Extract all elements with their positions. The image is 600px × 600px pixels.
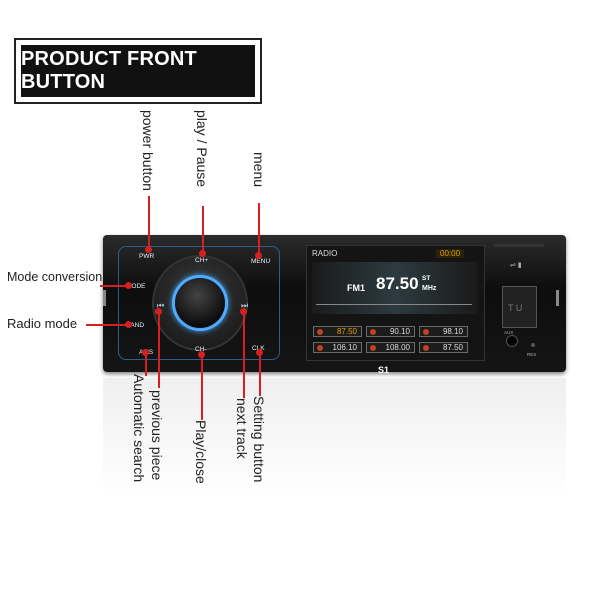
callout-dot-menu <box>255 252 262 259</box>
callout-line-ams <box>145 352 147 376</box>
callout-line-clk <box>259 352 261 396</box>
usb-slot-label: T U <box>508 303 523 313</box>
screen-mode: RADIO <box>312 249 338 258</box>
model-label: S1 <box>378 365 390 375</box>
label-menu: menu <box>251 152 267 188</box>
title-banner: PRODUCT FRONT BUTTON <box>14 38 262 104</box>
callout-line-power <box>148 196 150 250</box>
screen-unit: MHz <box>422 285 437 292</box>
screen-band: FM1 <box>347 283 365 293</box>
label-play-close: Play/close <box>193 420 209 484</box>
label-setting-button: Setting button <box>251 396 267 483</box>
callout-dot-next <box>240 308 247 315</box>
preset-1[interactable]: 87.50 <box>313 326 362 337</box>
frequency-panel <box>312 262 478 314</box>
disc-slot <box>494 244 544 247</box>
label-mode-conversion: Mode conversion <box>7 270 103 284</box>
band-button[interactable]: BAND <box>126 322 145 329</box>
screen-stereo: ST <box>422 275 431 282</box>
preset-5[interactable]: 108.00 <box>366 342 415 353</box>
next-icon[interactable]: ⏭ <box>241 301 249 310</box>
callout-dot-ams <box>142 349 149 356</box>
res-label: RES <box>527 352 537 357</box>
callout-dot-play-pause <box>199 250 206 257</box>
previous-icon[interactable]: ⏮ <box>157 301 165 310</box>
aux-jack[interactable] <box>506 335 518 347</box>
callout-line-band <box>86 324 128 326</box>
tuning-scale <box>316 298 472 305</box>
label-previous-piece: previous piece <box>149 390 165 481</box>
callout-line-mode <box>100 285 128 287</box>
preset-4[interactable]: 106.10 <box>313 342 362 353</box>
preset-6[interactable]: 87.50 <box>419 342 468 353</box>
pwr-button[interactable]: PWR <box>139 253 155 260</box>
reset-button[interactable] <box>531 343 535 347</box>
screen-time: 00:00 <box>436 249 465 258</box>
usb-icon: ⇌ ▮ <box>510 262 522 269</box>
ch-plus-button[interactable]: CH+ <box>195 257 209 264</box>
mode-button[interactable]: MODE <box>126 283 146 290</box>
usb-port-cover[interactable] <box>502 286 537 328</box>
callout-dot-mode <box>125 282 132 289</box>
preset-2[interactable]: 90.10 <box>366 326 415 337</box>
page-title: PRODUCT FRONT BUTTON <box>21 48 197 93</box>
aux-label: AUX <box>504 330 514 335</box>
ch-minus-button[interactable]: CH- <box>195 346 207 353</box>
screen-frequency: 87.50 <box>376 274 419 293</box>
left-bracket <box>103 290 106 306</box>
callout-line-play-pause <box>202 206 204 254</box>
button-panel-frame <box>118 246 280 360</box>
callout-dot-band <box>125 321 132 328</box>
label-play-pause: play / Pause <box>194 110 210 188</box>
label-power-button: power button <box>140 110 156 191</box>
label-radio-mode: Radio mode <box>7 316 78 331</box>
callout-line-ch-minus <box>201 354 203 420</box>
callout-line-previous <box>158 312 160 388</box>
label-automatic-search: Automatic search <box>131 374 147 483</box>
menu-button[interactable]: MENU <box>251 258 271 265</box>
clk-button[interactable]: CLK <box>252 345 265 352</box>
callout-line-menu <box>258 203 260 256</box>
callout-dot-power <box>145 246 152 253</box>
callout-dot-ch-minus <box>198 351 205 358</box>
volume-knob[interactable] <box>175 278 225 328</box>
preset-3[interactable]: 98.10 <box>419 326 468 337</box>
callout-dot-previous <box>155 308 162 315</box>
right-bracket <box>556 290 559 306</box>
label-next-track: next track <box>234 398 250 459</box>
callout-dot-clk <box>256 349 263 356</box>
callout-line-next <box>243 312 245 398</box>
unit-reflection <box>103 378 566 498</box>
